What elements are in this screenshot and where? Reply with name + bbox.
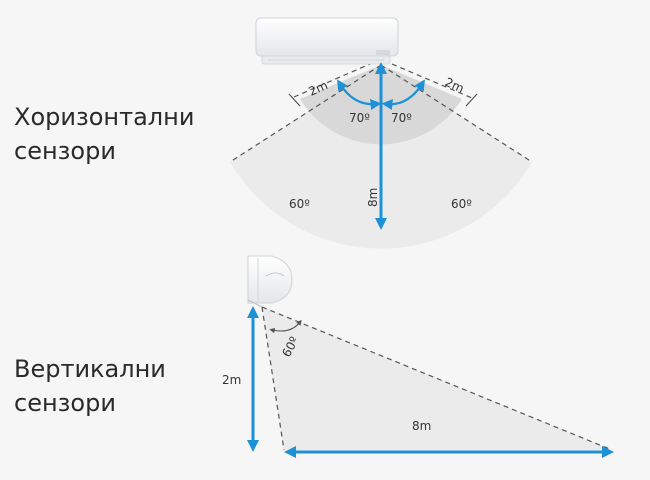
horizontal-angle-arrow-left <box>337 79 382 110</box>
vertical-label-line1: Вертикални <box>14 355 166 383</box>
horizontal-far-angle-left: 60º <box>289 197 310 211</box>
vertical-zone-edge-shallow <box>261 306 613 451</box>
vertical-height-distance: 2m <box>222 373 241 387</box>
horizontal-near-tick-right <box>465 93 478 107</box>
horizontal-label-line1: Хоризонтални <box>14 103 195 131</box>
horizontal-near-angle-right: 70º <box>391 111 412 125</box>
horizontal-near-tick-left <box>288 93 301 107</box>
vertical-diagram: 2m 60º 8m <box>222 255 614 458</box>
horizontal-angle-arrow-right <box>381 79 425 110</box>
horizontal-sensors-label: Хоризонтални сензори <box>14 100 194 168</box>
air-conditioner-front-view <box>255 17 399 65</box>
horizontal-near-edge-right <box>391 63 473 99</box>
vertical-floor-distance: 8m <box>412 419 431 433</box>
vertical-zone-edge-steep <box>261 306 285 451</box>
horizontal-label-line2: сензори <box>14 137 116 165</box>
horizontal-near-angle-left: 70º <box>349 111 370 125</box>
horizontal-far-angle-right: 60º <box>451 197 472 211</box>
vertical-angle-arc <box>269 319 302 334</box>
horizontal-diagram: 2m 2m 70º 70º 60º 60º 8m <box>229 17 533 249</box>
horizontal-depth-distance: 8m <box>366 188 380 207</box>
vertical-label-line2: сензори <box>14 389 116 417</box>
air-conditioner-side-view <box>247 255 293 308</box>
horizontal-near-edge-left <box>293 63 371 98</box>
vertical-sensors-label: Вертикални сензори <box>14 352 166 420</box>
